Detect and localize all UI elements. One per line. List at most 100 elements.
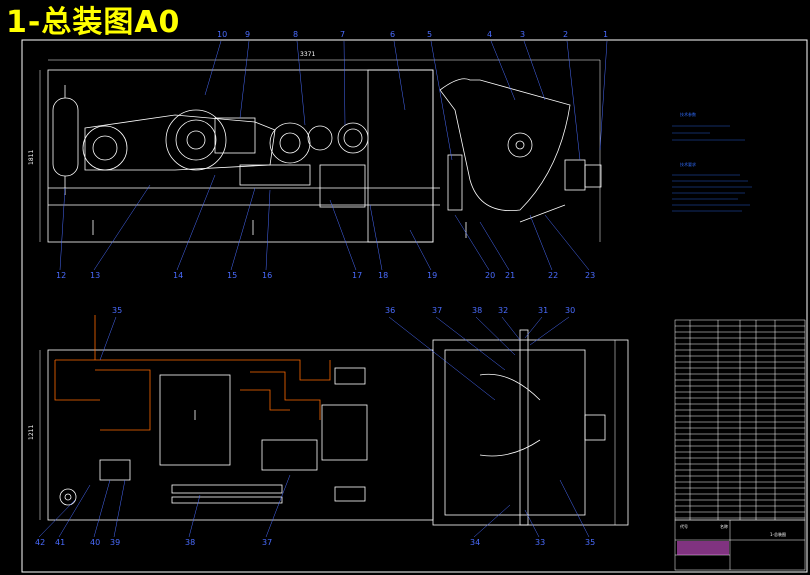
top-leader [544,214,590,271]
top-leader [204,40,222,96]
top-leader [59,187,66,271]
bottom-leader [524,509,540,538]
bottom-balloon-35: 35 [585,538,595,547]
top-view [47,69,602,243]
outlet-flange [564,159,586,191]
dim-top-height: 1811 [28,150,35,165]
top-balloon-20: 20 [485,271,495,280]
title-block-name: 1-总装图 [770,531,786,537]
bottom-balloon-33: 33 [535,538,545,547]
bottom-leader [113,479,126,538]
top-balloon-17: 17 [352,271,362,280]
bottom-balloon-32: 32 [498,306,508,315]
bottom-balloon-42: 42 [35,538,45,547]
bottom-leader [559,479,590,538]
top-frame-body [47,69,434,243]
top-balloon-21: 21 [505,271,515,280]
bottom-leader [529,316,570,346]
dim-top-overall: 3371 [300,51,315,58]
gear-right [337,122,369,154]
bottom-leader [188,494,201,538]
bottom-leader [473,504,511,538]
notes-block-1 [672,125,745,141]
top-balloon-3: 3 [520,30,525,39]
top-leader [239,40,250,119]
bottom-leader [99,316,117,361]
top-leader [523,40,546,101]
top-leader [176,174,216,271]
left-tank [52,97,79,177]
drain-valve [59,488,77,506]
bottom-balloon-30: 30 [565,306,575,315]
bottom-balloon-39: 39 [110,538,120,547]
top-balloon-16: 16 [262,271,272,280]
top-leader [566,40,581,161]
top-balloon-5: 5 [427,30,432,39]
bottom-housing [432,339,629,526]
bottom-leader [93,479,111,538]
bottom-balloon-40: 40 [90,538,100,547]
top-balloon-4: 4 [487,30,492,39]
pulley-mid [269,122,311,164]
bottom-balloon-36: 36 [385,306,395,315]
gear-small [307,125,333,151]
top-balloon-23: 23 [585,271,595,280]
top-balloon-13: 13 [90,271,100,280]
top-leader [454,214,490,271]
bottom-balloon-37: 37 [432,306,442,315]
screw-shaft [519,329,529,526]
bottom-balloon-34: 34 [470,538,480,547]
bottom-leader [58,484,91,538]
drawing-frame [21,39,808,573]
bottom-leader [501,316,521,341]
pulley-left [82,125,128,171]
top-leader [230,187,256,271]
bottom-balloon-31: 31 [538,306,548,315]
top-leader [296,40,306,126]
bottom-leader [435,316,506,371]
top-balloon-22: 22 [548,271,558,280]
bottom-leader [388,316,496,401]
bottom-balloon-38: 38 [185,538,195,547]
title-block [674,519,806,571]
bottom-dimensions [39,340,616,525]
belt [84,114,276,171]
top-balloon-10: 10 [217,30,227,39]
table-footer-name: 名称 [720,523,728,529]
pulley-large [165,109,227,171]
drawing-title: 1-总装图A0 [6,5,181,40]
dim-bottom-height: 1211 [28,425,35,440]
notes-heading-2: 技术要求 [680,161,696,167]
top-leader [479,221,510,271]
top-leaders [59,40,608,271]
gearbox [319,164,366,208]
top-balloon-1: 1 [603,30,608,39]
bottom-leader [265,474,291,538]
top-leader [430,40,453,161]
notes-heading-1: 技术参数 [680,111,696,117]
top-leader [329,199,357,271]
bottom-leaders [38,316,590,538]
bottom-leader [524,316,543,339]
hydraulic-pipes [54,315,331,431]
top-leader [529,214,553,271]
top-dimensions [39,59,601,242]
bottom-balloon-41: 41 [55,538,65,547]
bottom-balloon-35: 35 [112,306,122,315]
top-balloon-6: 6 [390,30,395,39]
top-balloon-12: 12 [56,271,66,280]
top-balloon-15: 15 [227,271,237,280]
top-balloon-8: 8 [293,30,298,39]
top-balloon-18: 18 [378,271,388,280]
bottom-leader [38,499,76,538]
title-block-pink [677,541,729,555]
top-balloon-14: 14 [173,271,183,280]
hopper [439,78,571,212]
top-leader [369,204,383,271]
table-footer-code: 代号 [680,523,688,529]
top-leader [93,184,151,271]
